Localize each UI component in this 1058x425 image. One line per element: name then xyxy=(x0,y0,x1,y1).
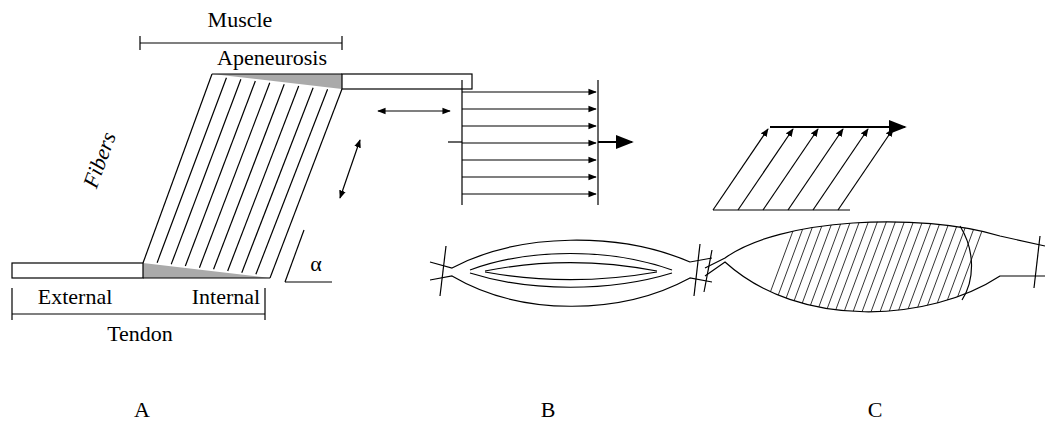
hatch-line xyxy=(760,212,800,320)
hatch-line xyxy=(787,212,827,320)
fiber-arrow xyxy=(462,176,596,177)
pennate-fiber-arrows xyxy=(713,129,893,210)
fiber-line xyxy=(270,89,342,278)
fiber-arrow xyxy=(462,91,596,92)
part-label: External xyxy=(38,286,113,308)
hatch-line xyxy=(904,212,944,320)
anchor-line xyxy=(448,141,462,142)
hatch-line xyxy=(859,212,899,320)
hatch-line xyxy=(850,212,890,320)
hatch-line xyxy=(778,212,818,320)
internal-tendon-wedge xyxy=(143,263,270,278)
fiber-line xyxy=(214,84,285,269)
hatch-line xyxy=(940,212,980,320)
tendon-cut xyxy=(1034,236,1040,288)
bracket-tick xyxy=(11,288,12,320)
fiber-line xyxy=(485,272,657,280)
hatch-line xyxy=(814,212,854,320)
fiber-line xyxy=(157,78,226,263)
tendon-cut xyxy=(440,246,446,296)
hatch-line xyxy=(769,212,809,320)
fiber-arrow xyxy=(738,129,793,210)
fiber-line xyxy=(199,83,269,268)
fiber-line xyxy=(485,263,657,271)
angle-line xyxy=(285,230,304,282)
force-arrow xyxy=(770,126,905,128)
fiber-line xyxy=(242,88,313,273)
muscle-bracket xyxy=(140,42,342,43)
fiber-arrow xyxy=(462,193,596,194)
fusiform-outline xyxy=(430,276,712,306)
fiber-arrow xyxy=(462,125,596,126)
length-arrow xyxy=(378,110,450,111)
hatch-line xyxy=(886,212,926,320)
fiber-line xyxy=(228,86,299,271)
fiber-arrow xyxy=(462,108,596,109)
pennate-outline xyxy=(705,262,1045,312)
part-label: Tendon xyxy=(107,323,173,345)
tendon-bracket xyxy=(12,313,265,314)
hatch-line xyxy=(805,212,845,320)
fiber-arrow xyxy=(813,129,868,210)
parallel-fiber-arrows xyxy=(462,92,596,194)
hatch-line xyxy=(841,212,881,320)
tendon-cut xyxy=(704,250,712,292)
part-label: Apeneurosis xyxy=(217,47,327,69)
fiber-arrow xyxy=(713,129,768,210)
aponeurosis-wedge xyxy=(212,74,342,89)
tendon-bar xyxy=(342,74,472,89)
hatch-line xyxy=(913,212,953,320)
fiber-arrow xyxy=(462,159,596,160)
hatch-line xyxy=(868,212,908,320)
hatch-line xyxy=(949,212,989,320)
fiber-line xyxy=(256,89,328,274)
fiber-lines xyxy=(143,74,342,278)
aponeurosis-edge xyxy=(212,73,342,74)
tendon-edge xyxy=(143,277,270,278)
panel-letter: C xyxy=(868,399,883,421)
hatch-line xyxy=(931,212,971,320)
panel-letter: A xyxy=(134,399,150,421)
panel-letter: B xyxy=(541,399,556,421)
hatch-line xyxy=(877,212,917,320)
hatch-line xyxy=(832,212,872,320)
fiber-line xyxy=(143,74,212,263)
hatch-line xyxy=(895,212,935,320)
angle-symbol: α xyxy=(310,253,322,275)
fiber-arrow xyxy=(763,129,818,210)
fiber-line xyxy=(171,79,241,264)
force-arrow xyxy=(598,141,632,143)
bracket-tick xyxy=(139,36,140,50)
hatch-line xyxy=(796,212,836,320)
fiber-arrow xyxy=(838,129,893,210)
hatch-line xyxy=(922,212,962,320)
pennate-hatching xyxy=(760,212,989,320)
fiber-length-arrow xyxy=(340,140,360,198)
part-label: Internal xyxy=(192,286,260,308)
bracket-tick xyxy=(341,36,342,50)
fiber-arrow xyxy=(788,129,843,210)
fiber-line xyxy=(185,81,255,266)
part-label: Muscle xyxy=(208,9,273,31)
fiber-line xyxy=(470,273,672,287)
angle-line xyxy=(285,281,332,282)
fiber-line xyxy=(470,254,672,271)
part-label: Fibers xyxy=(80,129,120,191)
fiber-arrow xyxy=(462,142,596,143)
bracket-tick xyxy=(264,288,265,320)
aponeurosis-line xyxy=(713,209,850,210)
tendon-bar xyxy=(12,263,143,278)
tendon-cut xyxy=(694,244,700,296)
hatch-line xyxy=(823,212,863,320)
